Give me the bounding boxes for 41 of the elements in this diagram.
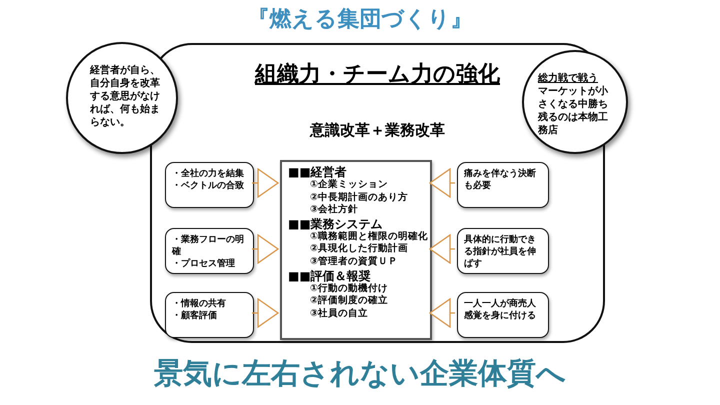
subheading: 意識改革＋業務改革 [310, 121, 445, 140]
list-item: ③社員の自立 [309, 308, 368, 320]
caption: 景気に左右されない企業体質へ [153, 355, 567, 392]
circle-text: マーケットが小さくなる中勝ち残るのは本物工務店 [538, 85, 609, 137]
section-heading: ■■経営者 [288, 165, 347, 179]
section-heading: ■■評価＆報奨 [288, 268, 371, 283]
arrow [252, 234, 279, 264]
arrow [252, 168, 279, 198]
heading: 組織力・チーム力の強化 [255, 61, 500, 89]
rounded-box [165, 162, 254, 208]
rounded-box [457, 228, 549, 274]
rounded-box [165, 292, 254, 338]
content-box [280, 160, 432, 340]
rounded-box [165, 228, 254, 274]
list-item: ②中長期計画のあり方 [309, 192, 408, 204]
list-item: ③管理者の資質ＵＰ [309, 256, 398, 269]
rounded-box [457, 162, 549, 208]
list-item: ③会社方針 [309, 204, 358, 217]
arrow [252, 298, 279, 328]
circle-text: 経営者が自ら、自分自身を改革する意思がなければ、何も始まらない。 [90, 64, 161, 129]
title: 『燃える集団づくり』 [246, 6, 474, 34]
box-text: ・情報の共有 [172, 298, 227, 310]
box-text: ・全社の力を結集 [172, 168, 245, 180]
list-item: ①企業ミッション [309, 179, 388, 192]
box-text: 具体的に行動できる指針が社員を伸ばす [464, 234, 537, 270]
box-text: ・業務フローの明確 [172, 234, 245, 258]
circle-text: 総力戦で戦う [538, 72, 599, 85]
arrow [429, 234, 455, 264]
list-item: ①行動の動機付け [309, 282, 388, 294]
list-item: ②具現化した行動計画 [309, 243, 408, 256]
rounded-box [457, 292, 549, 338]
box-text: ・プロセス管理 [172, 258, 236, 270]
box-text: 痛みを伴なう決断も必要 [464, 168, 537, 192]
arrow [429, 168, 455, 198]
arrow [429, 298, 455, 328]
box-text: 一人一人が商売人感覚を身に付ける [464, 298, 537, 322]
box-text: ・ベクトルの合致 [172, 180, 245, 192]
box-text: ・顧客評価 [172, 310, 218, 322]
section-heading: ■■業務システム [288, 216, 383, 231]
list-item: ②評価制度の確立 [309, 295, 388, 308]
list-item: ①職務範囲と権限の明確化 [309, 230, 428, 242]
